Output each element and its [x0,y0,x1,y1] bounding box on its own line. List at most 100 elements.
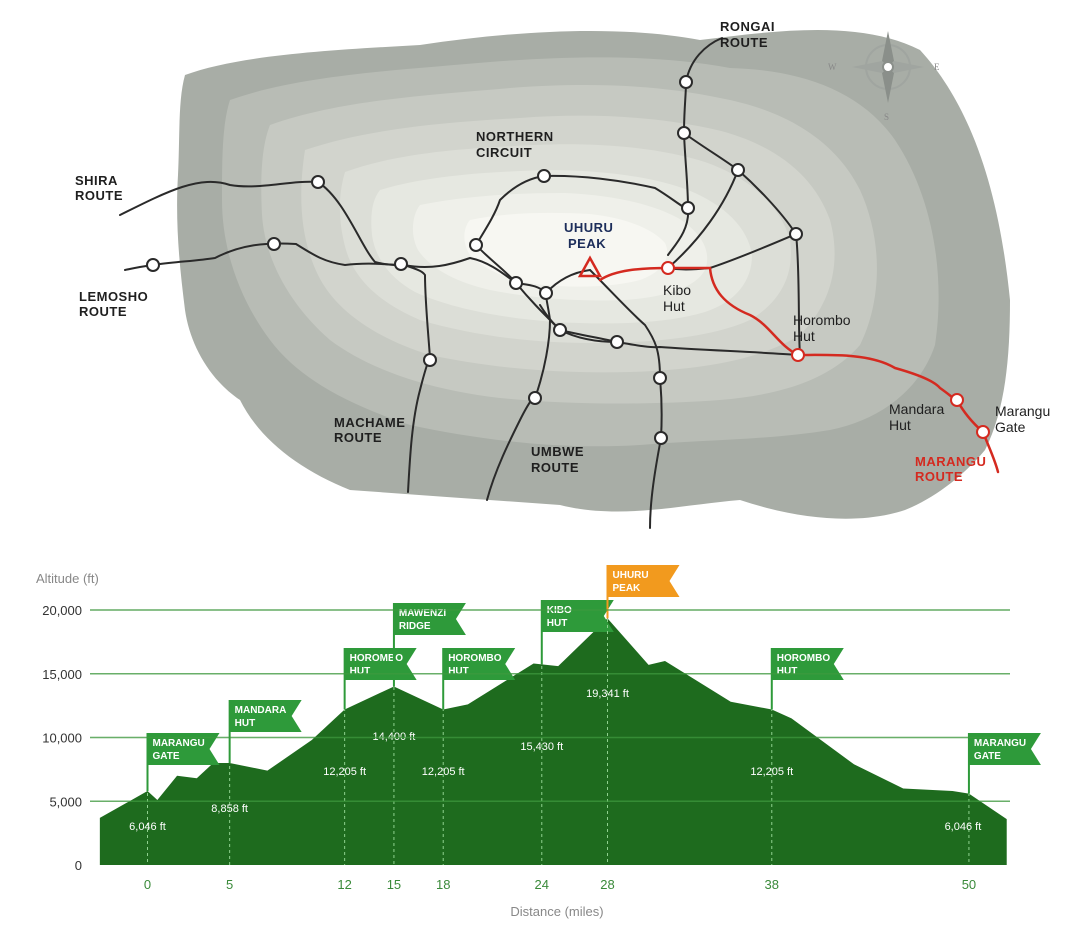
flag-label: GATE [974,751,1001,762]
flag-label: HOROMBO [448,653,502,664]
elevation-profile-chart: Altitude (ft) Distance (miles) 05,00010,… [36,565,1041,919]
waypoint [537,169,551,183]
waypoint-flags: MARANGU GATE 6,046 ft MANDARA HUT 8,858 ft HOR… [129,565,1041,865]
flag-banner [541,600,614,632]
umbwe-route-label: UMBWE [531,444,584,459]
y-axis-label: Altitude (ft) [36,571,99,586]
northern-circuit-label-2: CIRCUIT [476,145,532,160]
umbwe-route-label-2: ROUTE [531,460,579,475]
waypoint [423,353,437,367]
contour-8 [464,212,668,287]
elevation-label: 12,205 ft [750,766,793,778]
horombo-hut-label-2: Hut [793,328,815,344]
marangu-waypoints [661,261,990,439]
flag-label: MARANGU [153,738,205,749]
marangu-route-label: MARANGU [915,454,986,469]
waypoints [146,75,803,445]
flag-banner [771,648,844,680]
flag-banner [393,603,466,635]
y-tick-label: 5,000 [49,794,82,809]
marangu-gate-label-2: Gate [995,419,1026,435]
flag-banner [607,565,680,597]
flag-marker: HOROMBO HUT 12,205 ft [422,648,516,865]
horombo-hut-label: Horombo [793,312,851,328]
rongai-route-label: RONGAI [720,19,775,34]
flag-label: MARANGU [974,738,1026,749]
waypoint [654,431,668,445]
uhuru-peak-marker [577,255,603,278]
waypoint [553,323,567,337]
flag-label: RIDGE [399,621,431,632]
uhuru-peak-label: UHURU [564,220,613,235]
northern-circuit-label: NORTHERN [476,129,554,144]
flag-label: HOROMBO [350,653,404,664]
elevation-label: 15,430 ft [520,741,563,753]
mandara-hut-marker [950,393,964,407]
waypoint [677,126,691,140]
waypoint [681,201,695,215]
shira-route-label-2: ROUTE [75,188,123,203]
flag-label: MAWENZI [399,608,446,619]
elevation-label: 19,341 ft [586,688,629,700]
compass-w: W [828,62,837,72]
x-tick-label: 24 [535,877,549,892]
flag-banner [344,648,417,680]
route-map: W E S RONGAI ROUTE NORTHERN CIRCUIT SHIR… [75,19,1050,529]
flag-label: MANDARA [235,705,287,716]
marangu-route [598,266,1000,474]
waypoint [679,75,693,89]
waypoint [653,371,667,385]
x-tick-label: 5 [226,877,233,892]
lemosho-route-label-2: ROUTE [79,304,127,319]
flag-label: PEAK [613,583,642,594]
map-labels: RONGAI ROUTE NORTHERN CIRCUIT SHIRA ROUT… [75,19,1050,484]
waypoint [311,175,325,189]
marangu-route-label-2: ROUTE [915,469,963,484]
mandara-hut-label: Mandara [889,401,944,417]
x-axis-label: Distance (miles) [510,904,603,919]
flag-label: UHURU [613,570,649,581]
x-tick-label: 50 [962,877,976,892]
compass-s: S [884,112,889,122]
rongai-east [683,132,801,356]
y-tick-label: 20,000 [42,603,82,618]
kibo-hut-label-2: Hut [663,298,685,314]
elevation-label: 6,046 ft [129,821,166,833]
x-tick-label: 28 [600,877,614,892]
x-tick-label: 15 [387,877,401,892]
flag-label: HUT [448,666,469,677]
flag-label: HUT [777,666,798,677]
shira-route-label: SHIRA [75,173,118,188]
waypoint [610,335,624,349]
kibo-hut-marker [661,261,675,275]
waypoint [509,276,523,290]
elevation-label: 12,205 ft [323,766,366,778]
compass-rose-icon [852,31,924,103]
lemosho-trail [124,242,405,271]
elevation-label: 8,858 ft [211,803,248,815]
rongai-link [667,169,739,269]
flag-banner [968,733,1041,765]
flag-banner [147,733,220,765]
flag-marker: MARANGU GATE 6,046 ft [129,733,220,865]
x-tick-label: 38 [765,877,779,892]
lemosho-route-label: LEMOSHO [79,289,148,304]
marangu-gate-label: Marangu [995,403,1050,419]
horombo-hut-marker [791,348,805,362]
waypoint [469,238,483,252]
x-tick-label: 18 [436,877,450,892]
rongai-trail [682,37,723,209]
x-tick-label: 12 [337,877,351,892]
flag-label: GATE [153,751,180,762]
compass-e: E [934,62,940,72]
machame-route-label-2: ROUTE [334,430,382,445]
elevation-label: 12,205 ft [422,766,465,778]
y-tick-label: 0 [75,858,82,873]
waypoint [528,391,542,405]
